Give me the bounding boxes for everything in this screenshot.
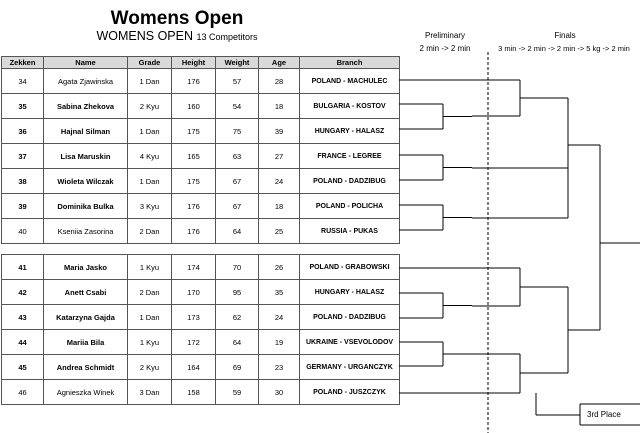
round-finals-name: Finals (554, 31, 576, 40)
round-finals-timing: 3 min -> 2 min -> 2 min -> 5 kg -> 2 min (498, 44, 630, 53)
cell-branch: POLAND - JUSZCZYK (299, 379, 400, 405)
cell-age: 23 (258, 354, 300, 380)
col-height: Height (171, 56, 216, 69)
cell-height: 164 (171, 354, 216, 380)
cell-name: Dominika Bulka (43, 193, 128, 219)
cell-name: Maria Jasko (43, 254, 128, 280)
page-subtitle: WOMENS OPEN 13 Competitors (0, 29, 354, 43)
cell-age: 30 (258, 379, 300, 405)
cell-name: Kseniia Zasorina (43, 218, 128, 244)
cell-branch: POLAND - POLICHA (299, 193, 400, 219)
round-prelim-name: Preliminary (424, 31, 465, 40)
cell-height: 158 (171, 379, 216, 405)
cell-branch: BULGARIA - KOSTOV (299, 93, 400, 119)
category-name: WOMENS OPEN (96, 29, 194, 43)
cell-height: 176 (171, 68, 216, 94)
page-title: Womens Open (110, 8, 244, 29)
cell-branch: POLAND - GRABOWSKI (299, 254, 400, 280)
cell-grade: 1 Dan (127, 118, 172, 144)
cell-grade: 2 Kyu (127, 354, 172, 380)
cell-name: Agata Zjawinska (43, 68, 128, 94)
cell-branch: UKRAINE - VSEVOLODOV (299, 329, 400, 355)
third-place-label: 3rd Place (587, 410, 621, 419)
round-prelim-timing: 2 min -> 2 min (419, 44, 471, 53)
cell-zekken: 40 (1, 218, 44, 244)
col-branch: Branch (299, 56, 400, 69)
cell-branch: HUNGARY - HALASZ (299, 118, 400, 144)
cell-age: 24 (258, 168, 300, 194)
cell-name: Agnieszka Winek (43, 379, 128, 405)
col-zekken: Zekken (1, 56, 44, 69)
cell-age: 35 (258, 279, 300, 305)
cell-weight: 64 (215, 329, 259, 355)
cell-zekken: 41 (1, 254, 44, 280)
cell-branch: FRANCE - LEGREE (299, 143, 400, 169)
cell-age: 26 (258, 254, 300, 280)
col-weight: Weight (215, 56, 259, 69)
cell-grade: 1 Dan (127, 168, 172, 194)
cell-branch: RUSSIA - PUKAS (299, 218, 400, 244)
competitor-table: Zekken Name Grade Height Weight Age Bran… (1, 56, 400, 405)
cell-weight: 64 (215, 218, 259, 244)
cell-name: Katarzyna Gajda (43, 304, 128, 330)
cell-age: 18 (258, 93, 300, 119)
cell-height: 174 (171, 254, 216, 280)
cell-branch: POLAND - MACHULEC (299, 68, 400, 94)
cell-name: Sabina Zhekova (43, 93, 128, 119)
cell-grade: 1 Dan (127, 68, 172, 94)
cell-zekken: 39 (1, 193, 44, 219)
competitor-count: 13 Competitors (196, 32, 258, 42)
cell-height: 175 (171, 118, 216, 144)
cell-zekken: 46 (1, 379, 44, 405)
cell-zekken: 38 (1, 168, 44, 194)
cell-weight: 67 (215, 193, 259, 219)
